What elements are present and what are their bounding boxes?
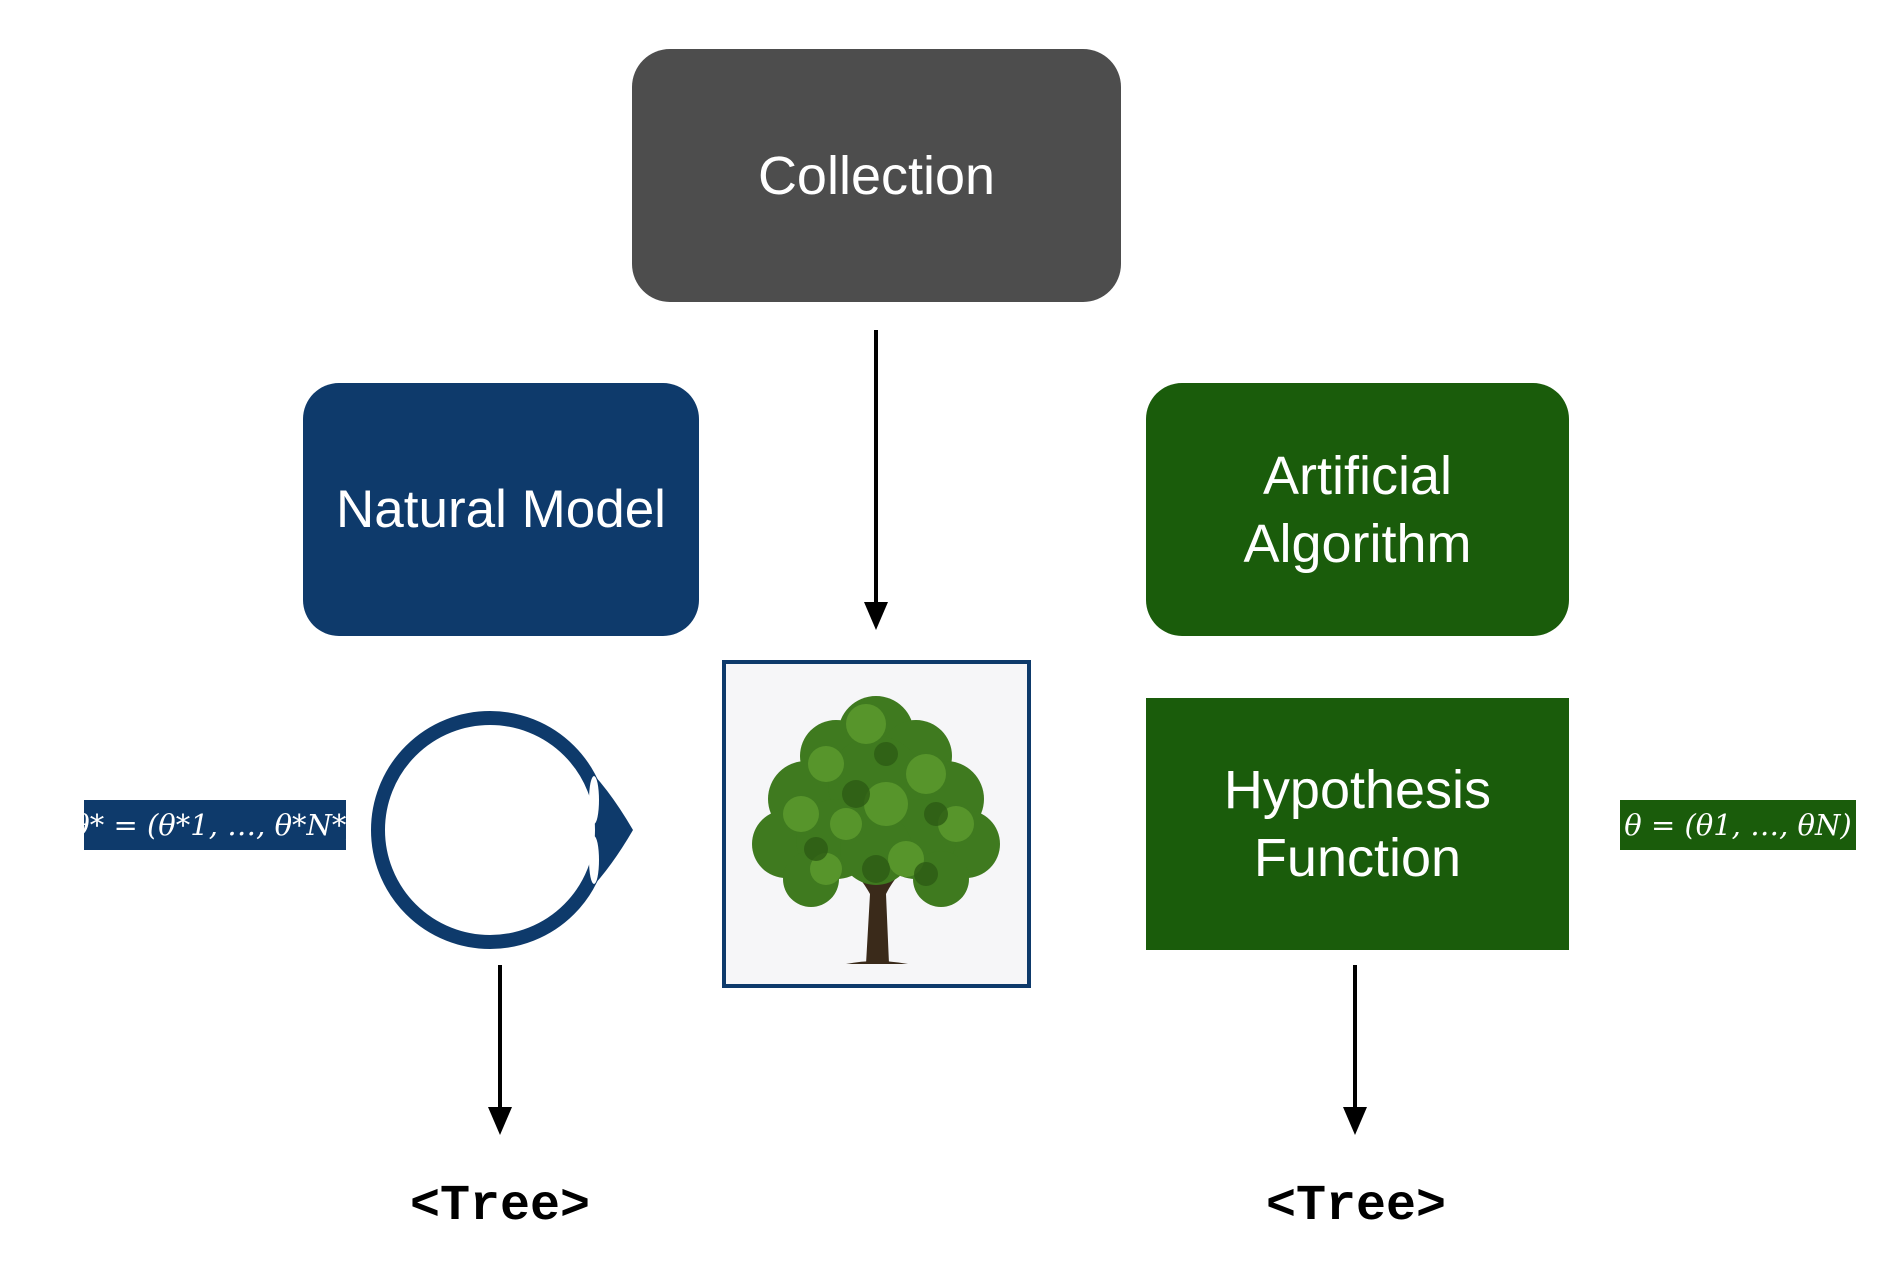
natural-model-box: Natural Model (303, 383, 699, 636)
tree-image (722, 660, 1031, 988)
artificial-parameters-formula-text: θ = (θ1, …, θN) (1624, 808, 1852, 842)
natural-parameters-formula-text: θ* = (θ*1, …, θ*N*) (72, 808, 358, 842)
artificial-parameters-formula: θ = (θ1, …, θN) (1620, 800, 1856, 850)
arrow-eye-to-tree-output (488, 965, 512, 1135)
collection-label: Collection (757, 145, 996, 206)
tree-icon (752, 696, 1000, 964)
natural-parameters-formula: θ* = (θ*1, …, θ*N*) (72, 800, 358, 850)
natural-output-label: <Tree> (409, 1178, 591, 1235)
collection-box: Collection (632, 49, 1121, 302)
artificial-output-label: <Tree> (1265, 1178, 1447, 1235)
artificial-algorithm-box: Artificial Algorithm (1146, 383, 1569, 636)
natural-model-label: Natural Model (336, 479, 666, 539)
arrow-hypothesis-to-tree-output (1343, 965, 1367, 1135)
artificial-algorithm-label-line1: Artificial (1262, 445, 1452, 506)
hypothesis-function-label-line2: Function (1253, 828, 1462, 888)
arrow-collection-to-tree (864, 330, 888, 630)
hypothesis-function-box: Hypothesis Function (1146, 698, 1569, 950)
artificial-algorithm-label-line2: Algorithm (1243, 513, 1472, 574)
hypothesis-function-label-line1: Hypothesis (1223, 760, 1492, 820)
eye-icon (371, 711, 633, 949)
